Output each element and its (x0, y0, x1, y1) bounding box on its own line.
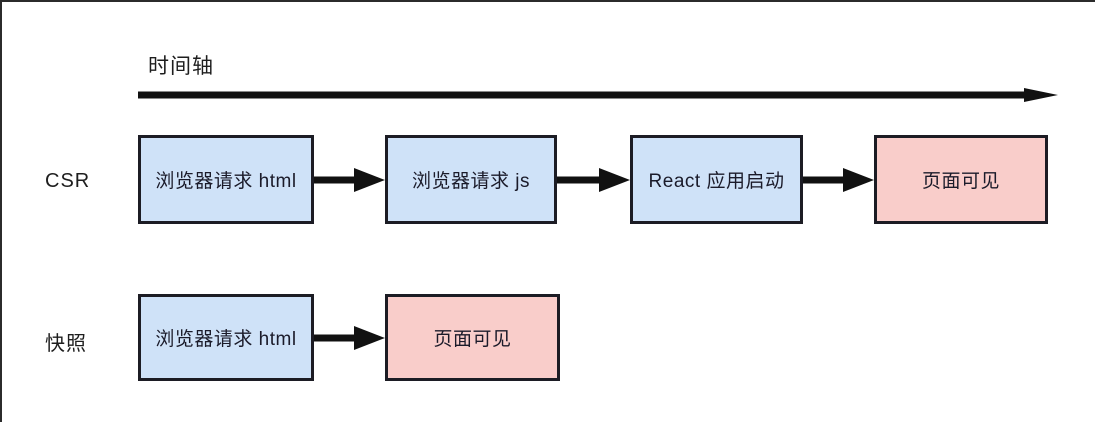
node-csr-request-html[interactable]: 浏览器请求 html (138, 135, 314, 224)
node-snapshot-page-visible[interactable]: 页面可见 (385, 294, 560, 381)
node-label: 页面可见 (921, 171, 1000, 192)
node-label: 浏览器请求 html (155, 171, 297, 192)
arrow-right-icon (314, 326, 385, 350)
timeline-axis-label: 时间轴 (148, 55, 214, 78)
node-label: React 应用启动 (648, 171, 785, 192)
arrow-csr-2-to-3 (557, 167, 630, 193)
arrow-right-icon (557, 168, 630, 192)
node-csr-react-boot[interactable]: React 应用启动 (630, 135, 803, 224)
node-label: 浏览器请求 html (155, 329, 297, 350)
node-csr-page-visible[interactable]: 页面可见 (874, 135, 1048, 224)
node-label: 页面可见 (433, 329, 512, 350)
node-csr-request-js[interactable]: 浏览器请求 js (385, 135, 557, 224)
arrow-right-icon (314, 168, 385, 192)
node-label: 浏览器请求 js (411, 171, 530, 192)
arrow-right-icon (803, 168, 874, 192)
row-label-csr: CSR (45, 170, 91, 192)
node-snapshot-request-html[interactable]: 浏览器请求 html (138, 294, 314, 381)
arrow-snapshot-1-to-2 (314, 325, 385, 351)
timeline-arrow-icon (138, 88, 1058, 102)
timeline-axis (138, 88, 1058, 102)
arrow-csr-3-to-4 (803, 167, 874, 193)
row-label-snapshot: 快照 (45, 333, 87, 355)
arrow-csr-1-to-2 (314, 167, 385, 193)
